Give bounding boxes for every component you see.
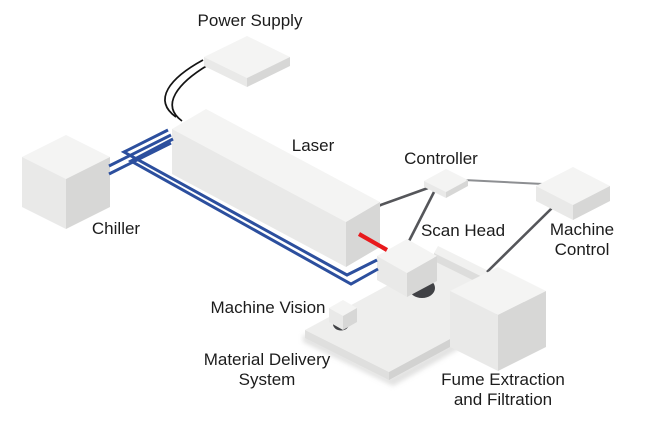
face-side bbox=[573, 186, 610, 220]
face-top bbox=[172, 109, 380, 222]
cable-machine-control-to-platform bbox=[486, 207, 553, 273]
controller-box bbox=[424, 169, 468, 198]
label-laser: Laser bbox=[291, 136, 335, 155]
power-cable-1 bbox=[164, 59, 204, 118]
coolant-line-2 bbox=[108, 141, 172, 176]
face-front bbox=[450, 291, 498, 371]
face-front bbox=[204, 57, 247, 87]
face-front bbox=[22, 157, 66, 229]
power-cable-2 bbox=[171, 64, 209, 122]
face-top bbox=[424, 169, 468, 192]
face-front bbox=[377, 256, 407, 297]
machine-vision-camera bbox=[329, 300, 357, 331]
label-controller: Controller bbox=[404, 149, 478, 168]
scan-head-box bbox=[377, 239, 437, 298]
face-front bbox=[329, 308, 343, 330]
label-chiller: Chiller bbox=[91, 219, 141, 238]
power-supply-box bbox=[204, 36, 290, 87]
face-side bbox=[66, 157, 110, 229]
face-side bbox=[407, 256, 437, 297]
coolant-line-4 bbox=[127, 137, 379, 286]
coolant-line-1 bbox=[108, 133, 172, 168]
label-fume-extraction: Fume Extraction and Filtration bbox=[441, 370, 565, 409]
face-front bbox=[424, 181, 446, 198]
face-front bbox=[536, 186, 573, 220]
laser-beam bbox=[357, 232, 389, 252]
face-side bbox=[446, 180, 468, 198]
label-power-supply: Power Supply bbox=[197, 11, 303, 30]
label-machine-vision: Machine Vision bbox=[210, 298, 326, 317]
cable-controller-to-laser bbox=[377, 186, 429, 208]
cable-controller-to-machine-control bbox=[463, 179, 544, 185]
face-front bbox=[172, 129, 346, 267]
platform-front-face bbox=[305, 330, 389, 380]
coolant-line-3 bbox=[120, 128, 378, 277]
label-scan-head: Scan Head bbox=[420, 221, 506, 240]
face-side bbox=[343, 308, 357, 330]
face-side bbox=[498, 291, 546, 371]
chiller-box bbox=[22, 135, 110, 229]
label-machine-control: Machine Control bbox=[549, 220, 615, 259]
laser-box bbox=[172, 109, 380, 267]
machine-control-box bbox=[536, 167, 610, 220]
fume-extraction-box bbox=[450, 267, 546, 371]
face-side bbox=[247, 57, 290, 87]
cable-controller-to-scan-head bbox=[405, 191, 436, 246]
label-material-delivery-system: Material Delivery System bbox=[203, 350, 331, 389]
